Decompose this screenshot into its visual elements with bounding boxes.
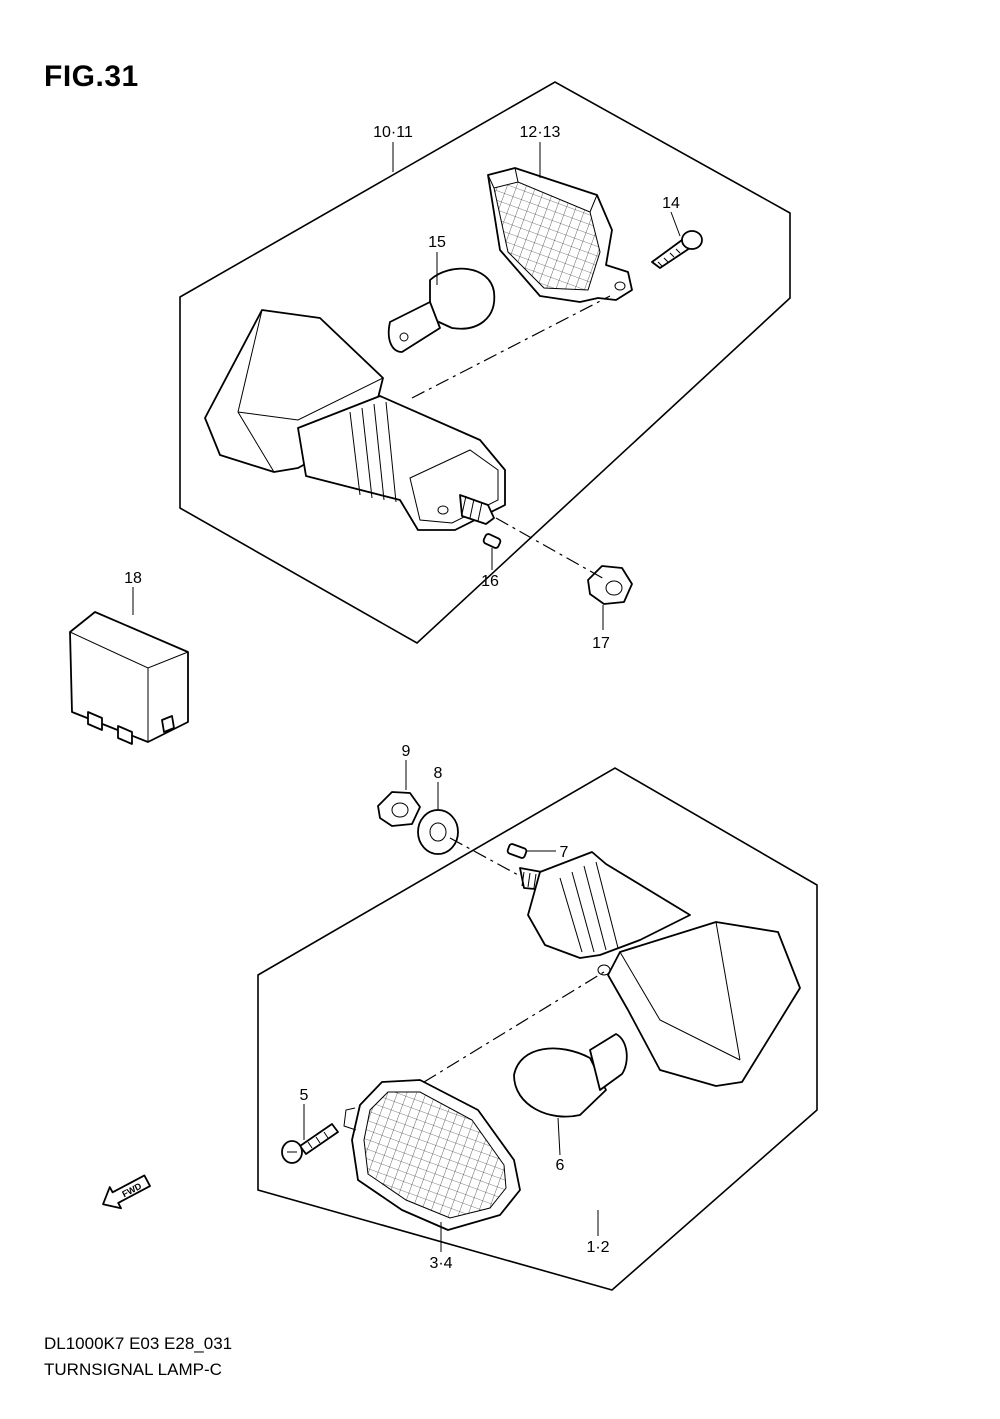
upper-bulb	[387, 267, 496, 353]
callout-10-11: 10·11	[373, 124, 413, 141]
callout-17: 17	[592, 635, 610, 652]
upper-lamp-housing	[204, 309, 506, 531]
callout-12-13: 12·13	[520, 124, 561, 141]
upper-assembly-frame	[179, 81, 791, 644]
callout-5: 5	[300, 1087, 309, 1104]
lower-washer	[417, 809, 459, 855]
callout-9: 9	[402, 743, 411, 760]
relay-unit	[69, 611, 189, 745]
forward-arrow-icon: FWD	[102, 1174, 151, 1210]
footer-model-code: DL1000K7 E03 E28_031	[44, 1334, 233, 1353]
callout-6: 6	[556, 1157, 565, 1174]
figure-title: FIG.31	[44, 60, 139, 93]
callout-7: 7	[560, 844, 569, 861]
lower-bulb	[513, 1033, 628, 1118]
lower-lamp-housing	[519, 851, 801, 1087]
lower-assembly-frame	[257, 767, 818, 1291]
callout-15: 15	[428, 234, 446, 251]
upper-screw	[651, 230, 703, 269]
footer-part-name: TURNSIGNAL LAMP-C	[44, 1360, 222, 1379]
callout-3-4: 3·4	[429, 1255, 452, 1272]
callout-16: 16	[481, 573, 499, 590]
lower-screw	[281, 1123, 339, 1164]
upper-lens	[487, 167, 633, 303]
lower-pin	[506, 843, 528, 859]
lower-nut	[377, 791, 421, 827]
callout-18: 18	[124, 570, 142, 587]
callout-1-2: 1·2	[586, 1239, 609, 1256]
callout-14: 14	[662, 195, 680, 212]
upper-pin	[482, 533, 502, 549]
lower-lens	[343, 1079, 521, 1231]
callout-8: 8	[434, 765, 443, 782]
upper-nut	[587, 565, 633, 605]
